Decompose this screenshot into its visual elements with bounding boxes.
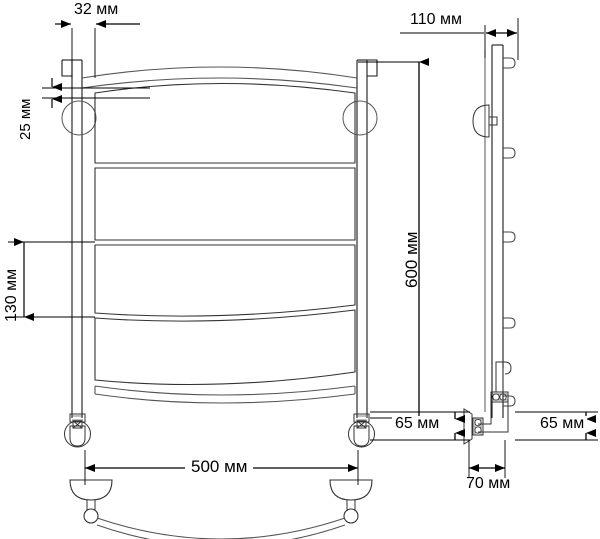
dimension-label-130: 130 мм <box>3 268 20 322</box>
dimension-label-110: 110 мм <box>410 11 462 28</box>
dimline-32 <box>55 20 140 78</box>
dimension-label-500: 500 мм <box>185 458 254 475</box>
side-view <box>463 44 516 445</box>
dimension-label-25: 25 мм <box>17 98 34 140</box>
bottom-bracket-detail <box>69 479 373 539</box>
dimline-65-right <box>515 411 598 441</box>
side-rung-stubs <box>503 57 516 407</box>
dimline-65-left <box>370 411 470 441</box>
front-leg-right <box>348 413 375 448</box>
bracket-right <box>329 479 373 524</box>
front-rung-2 <box>94 82 356 164</box>
front-rung-6 <box>94 385 356 404</box>
dimline-110 <box>400 18 519 60</box>
dimline-25 <box>42 78 150 108</box>
front-view <box>61 59 378 448</box>
side-wall-bracket <box>472 104 498 138</box>
bracket-left <box>69 479 113 524</box>
dimension-lines <box>8 18 598 485</box>
dimension-label-600: 600 мм <box>402 231 421 288</box>
side-valve-assembly <box>463 361 512 445</box>
dimension-label-65-left: 65 мм <box>392 416 443 432</box>
dimension-label-32: 32 мм <box>74 1 119 18</box>
dimline-70 <box>468 440 506 478</box>
dimension-label-65-right: 65 мм <box>537 416 588 432</box>
dimline-130 <box>8 238 95 321</box>
front-rung-4 <box>94 244 356 317</box>
front-rung-5 <box>94 309 356 386</box>
dimension-label-70: 70 мм <box>466 475 511 492</box>
front-rung-1 <box>81 66 358 89</box>
front-post-left <box>61 59 97 418</box>
front-rung-3 <box>94 167 356 241</box>
front-leg-left <box>64 413 91 448</box>
front-post-right <box>342 59 378 418</box>
